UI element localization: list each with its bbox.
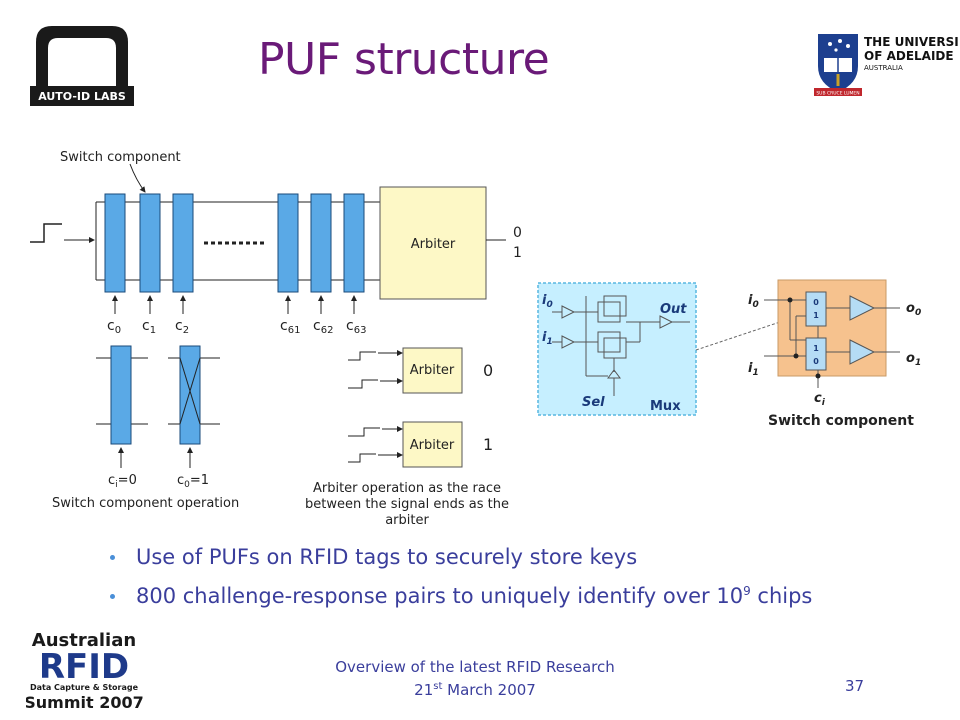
summit-line3: Data Capture & Storage bbox=[30, 683, 139, 692]
challenge-label-c1: c1 bbox=[142, 318, 156, 336]
main-output-0: 0 bbox=[513, 225, 522, 241]
switch-label-arrow bbox=[129, 163, 146, 193]
arbiter-example-top-output: 0 bbox=[483, 361, 493, 380]
switch-component-label: Switch component bbox=[60, 150, 181, 165]
switch-o0-label: o0 bbox=[906, 301, 921, 318]
signal-lines bbox=[95, 201, 380, 281]
adelaide-name-line2: OF ADELAIDE bbox=[864, 49, 954, 63]
mux-i0-label: i0 bbox=[542, 293, 553, 310]
adelaide-logo: SUB CRUCE LUMEN THE UNIVERSITY OF ADELAI… bbox=[814, 34, 958, 97]
challenge-label-c62: c62 bbox=[313, 318, 333, 336]
arbiter-example-bottom-label: Arbiter bbox=[410, 438, 455, 453]
stage-c2 bbox=[172, 193, 194, 293]
adelaide-name-line1: THE UNIVERSITY bbox=[864, 35, 958, 49]
puf-diagram: Switch component c0 c1 c2 c61 c62 c63 bbox=[30, 150, 921, 528]
stage-c0 bbox=[104, 193, 126, 293]
stage-c1 bbox=[139, 193, 161, 293]
slide-title: PUF structure bbox=[258, 34, 550, 85]
arbiter-example-bottom-output: 1 bbox=[483, 435, 493, 454]
bullet-item: 800 challenge-response pairs to uniquely… bbox=[110, 584, 812, 608]
adelaide-name-line3: AUSTRALIA bbox=[864, 64, 903, 72]
arbiter-example-top-label: Arbiter bbox=[410, 363, 455, 378]
bullet-dot-icon bbox=[110, 555, 115, 560]
switch-ci-label: ci bbox=[814, 391, 826, 408]
switch-i0-label: i0 bbox=[748, 293, 759, 310]
autoid-labs-logo: AUTO-ID LABS bbox=[30, 26, 134, 106]
arbiter-caption-line1: Arbiter operation as the race bbox=[313, 481, 501, 496]
main-arbiter-label: Arbiter bbox=[411, 237, 456, 252]
autoid-arch-inner bbox=[48, 38, 116, 86]
switch-op-straight bbox=[96, 345, 148, 468]
svg-text:0: 0 bbox=[813, 298, 819, 307]
footer-line1: Overview of the latest RFID Research bbox=[335, 658, 615, 676]
input-step-signal bbox=[30, 223, 62, 243]
autoid-label: AUTO-ID LABS bbox=[38, 90, 126, 103]
page-number: 37 bbox=[845, 677, 865, 695]
arbiter-caption-line2: between the signal ends as the bbox=[305, 497, 509, 512]
summit-line4: Summit 2007 bbox=[26, 693, 144, 712]
challenge-labels: c0 c1 c2 c61 c62 c63 bbox=[107, 318, 366, 336]
mux-i1-label: i1 bbox=[542, 330, 553, 347]
summit-line1: Australian bbox=[32, 630, 136, 651]
stage-c63 bbox=[343, 193, 365, 293]
mux-label: Mux bbox=[650, 399, 681, 414]
challenge-label-c63: c63 bbox=[346, 318, 366, 336]
bullet-text: Use of PUFs on RFID tags to securely sto… bbox=[136, 545, 638, 569]
footer-line2: 21st March 2007 bbox=[300, 677, 650, 700]
footer-day-suffix: st bbox=[433, 681, 443, 692]
c0-eq1-label: c0=1 bbox=[177, 473, 209, 490]
rfid-summit-logo: Australian RFID Data Capture & Storage S… bbox=[26, 630, 144, 712]
stage-c62 bbox=[310, 193, 332, 293]
challenge-label-c0: c0 bbox=[107, 318, 121, 336]
svg-text:0: 0 bbox=[813, 357, 819, 366]
svg-text:1: 1 bbox=[813, 311, 819, 320]
switch-o1-label: o1 bbox=[906, 351, 921, 368]
mux-connector bbox=[695, 321, 781, 351]
switch-i1-label: i1 bbox=[748, 361, 759, 378]
adelaide-motto-ribbon bbox=[814, 88, 862, 96]
autoid-label-bar bbox=[30, 86, 134, 106]
switch-detail-caption: Switch component bbox=[768, 413, 914, 429]
adelaide-motto: SUB CRUCE LUMEN bbox=[816, 91, 859, 97]
switch-detail-panel: 0 1 1 0 i0 i1 o0 o1 ci Switch component bbox=[748, 279, 921, 429]
bullet-dot-icon bbox=[110, 594, 115, 599]
bullet-list: Use of PUFs on RFID tags to securely sto… bbox=[110, 545, 812, 623]
switch-op-crossed bbox=[168, 345, 220, 468]
bullet-text: 800 challenge-response pairs to uniquely… bbox=[136, 584, 744, 608]
footer-date-rest: March 2007 bbox=[442, 681, 536, 699]
bullet-superscript: 9 bbox=[743, 584, 751, 598]
svg-text:1: 1 bbox=[813, 344, 819, 353]
bullet-text-end: chips bbox=[750, 584, 813, 608]
main-arbiter bbox=[379, 186, 487, 300]
summit-line2: RFID bbox=[39, 647, 129, 687]
mux-out-label: Out bbox=[660, 302, 687, 317]
ci-eq0-label: ci=0 bbox=[108, 473, 137, 490]
stage-chain bbox=[104, 193, 365, 293]
switch-operation-caption: Switch component operation bbox=[52, 496, 239, 511]
footer-day: 21 bbox=[414, 681, 434, 699]
stage-c61 bbox=[277, 193, 299, 293]
arbiter-example-bottom: Arbiter 1 bbox=[348, 421, 493, 468]
footer: Overview of the latest RFID Research 21s… bbox=[300, 657, 650, 700]
challenge-arrows bbox=[112, 295, 357, 314]
bullet-item: Use of PUFs on RFID tags to securely sto… bbox=[110, 545, 812, 569]
challenge-label-c61: c61 bbox=[280, 318, 300, 336]
mux-panel: i0 i1 Out Sel Mux bbox=[537, 282, 697, 416]
mux-sel-label: Sel bbox=[582, 395, 605, 410]
challenge-label-c2: c2 bbox=[175, 318, 189, 336]
arbiter-caption-line3: arbiter bbox=[385, 513, 429, 528]
arbiter-example-top: Arbiter 0 bbox=[348, 347, 493, 394]
main-output-1: 1 bbox=[513, 245, 522, 261]
